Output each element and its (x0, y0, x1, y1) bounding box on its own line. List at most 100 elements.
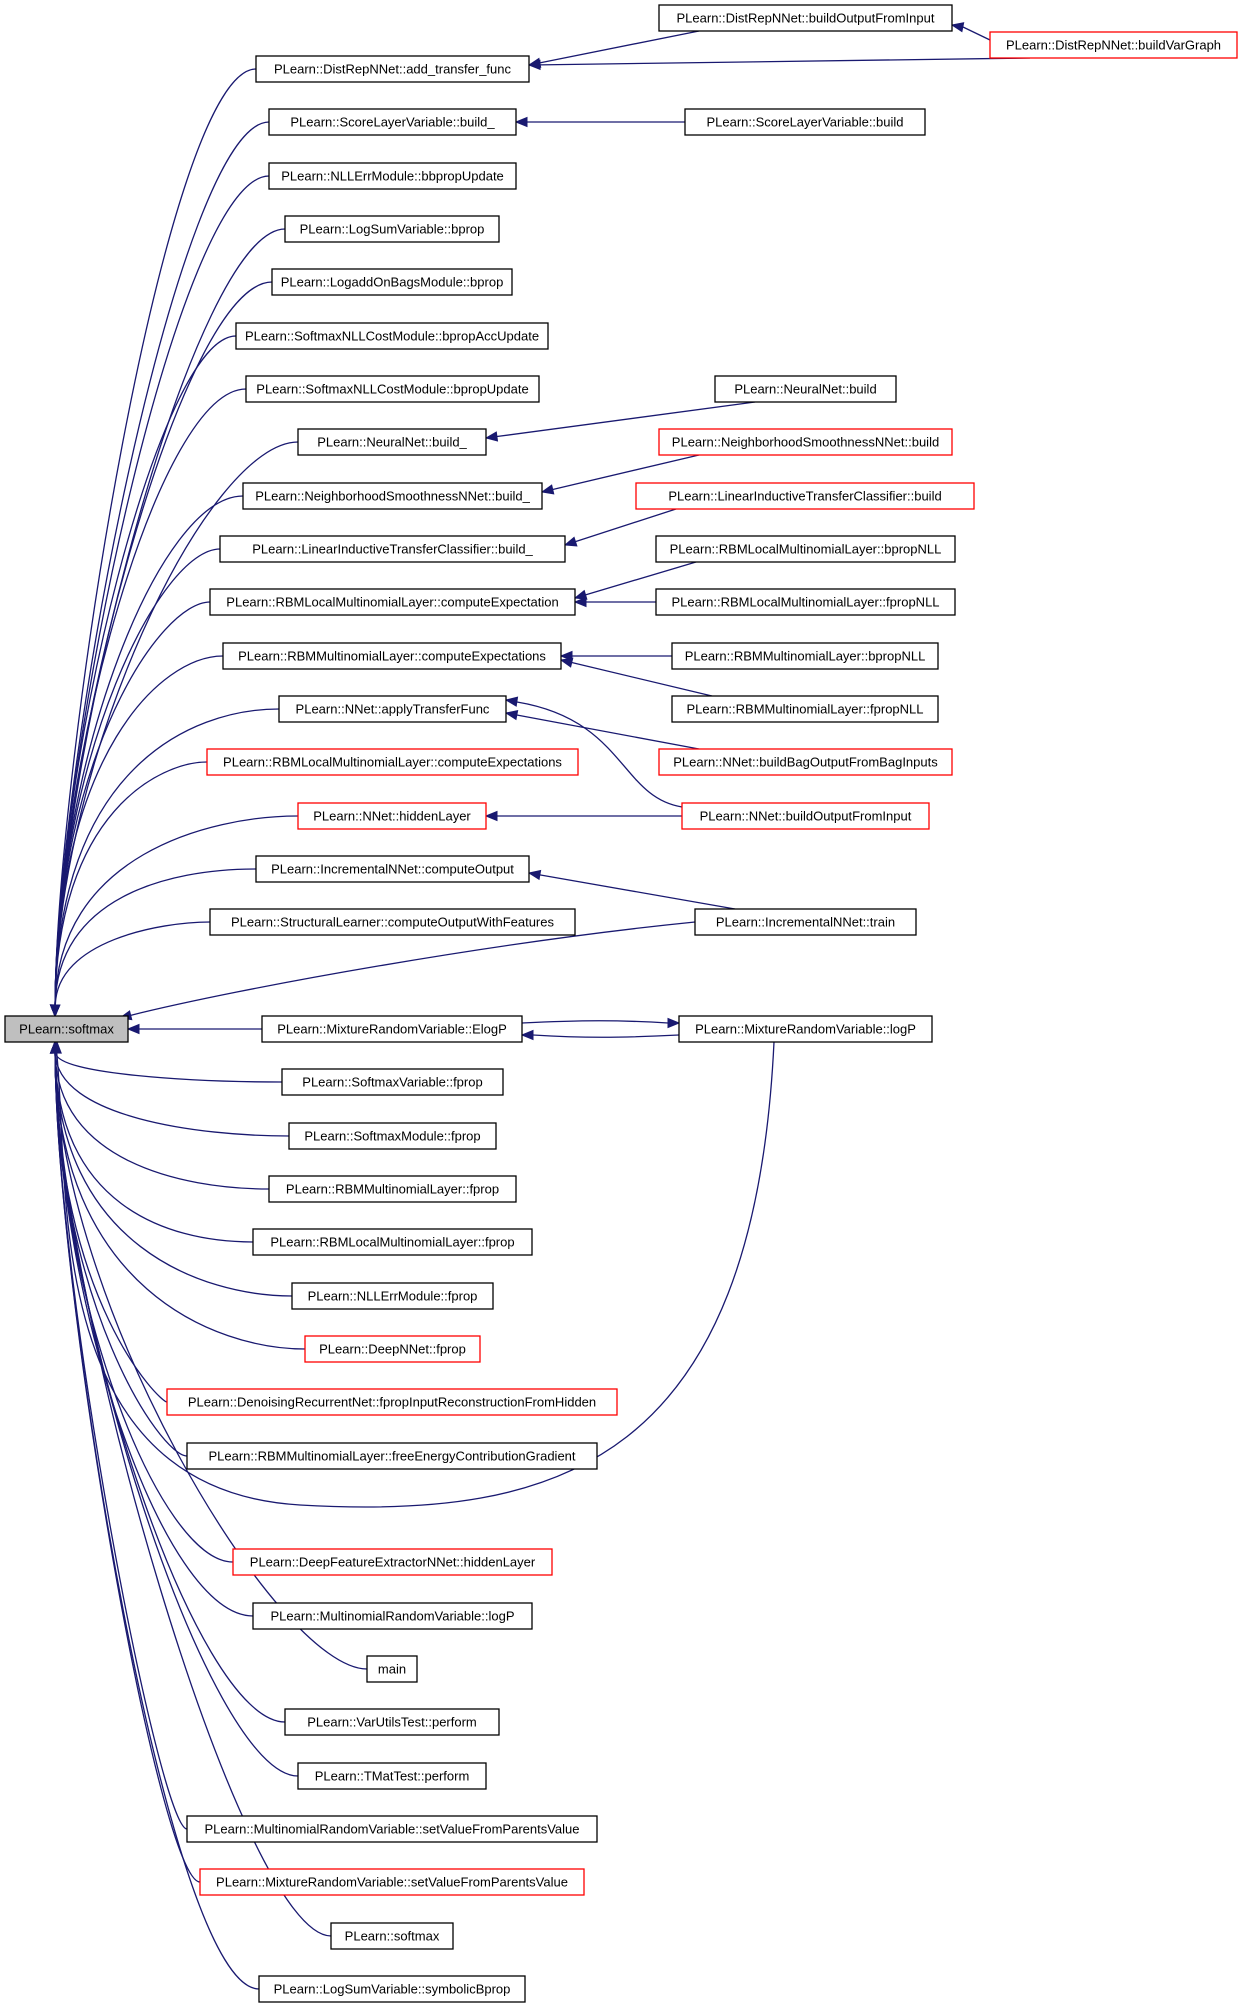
node-softmax-recursive[interactable]: PLearn::softmax (330, 1922, 454, 1950)
node-box[interactable] (284, 1708, 500, 1736)
node-box[interactable] (658, 748, 953, 776)
node-denoising-recurrent-net-fprop-input-reconstruction-from-hidden[interactable]: PLearn::DenoisingRecurrentNet::fpropInpu… (166, 1388, 618, 1416)
node-box[interactable] (186, 1815, 598, 1843)
node-box[interactable] (255, 855, 530, 883)
node-multinomial-random-variable-set-value-from-parents-value[interactable]: PLearn::MultinomialRandomVariable::setVa… (186, 1815, 598, 1843)
node-box[interactable] (199, 1868, 585, 1896)
node-box[interactable] (258, 1975, 526, 2003)
node-box[interactable] (658, 4, 953, 32)
node-box[interactable] (989, 31, 1238, 59)
node-box[interactable] (694, 908, 917, 936)
node-tmat-test-perform[interactable]: PLearn::TMatTest::perform (297, 1762, 487, 1790)
node-nnet-apply-transfer-func[interactable]: PLearn::NNet::applyTransferFunc (278, 695, 507, 723)
node-var-utils-test-perform[interactable]: PLearn::VarUtilsTest::perform (284, 1708, 500, 1736)
node-rbmlocal-multinomial-layer-compute-expectations[interactable]: PLearn::RBMLocalMultinomialLayer::comput… (206, 748, 579, 776)
node-softmax-variable-fprop[interactable]: PLearn::SoftmaxVariable::fprop (281, 1068, 504, 1096)
node-box[interactable] (291, 1282, 494, 1310)
node-mixture-random-variable-set-value-from-parents-value[interactable]: PLearn::MixtureRandomVariable::setValueF… (199, 1868, 585, 1896)
node-box[interactable] (297, 1762, 487, 1790)
node-incremental-nnet-train[interactable]: PLearn::IncrementalNNet::train (694, 908, 917, 936)
node-box[interactable] (684, 108, 926, 136)
node-box[interactable] (288, 1122, 497, 1150)
node-score-layer-variable-build[interactable]: PLearn::ScoreLayerVariable::build (684, 108, 926, 136)
node-box[interactable] (297, 428, 487, 456)
node-logadd-on-bags-module-bprop[interactable]: PLearn::LogaddOnBagsModule::bprop (271, 268, 513, 296)
node-deep-nnet-fprop[interactable]: PLearn::DeepNNet::fprop (304, 1335, 481, 1363)
node-log-sum-variable-bprop[interactable]: PLearn::LogSumVariable::bprop (284, 215, 500, 243)
node-softmax-module-fprop[interactable]: PLearn::SoftmaxModule::fprop (288, 1122, 497, 1150)
node-box[interactable] (209, 908, 576, 936)
node-box[interactable] (658, 428, 953, 456)
node-box[interactable] (284, 215, 500, 243)
node-box[interactable] (278, 695, 507, 723)
node-neural-net-build-underscore[interactable]: PLearn::NeuralNet::build_ (297, 428, 487, 456)
node-rbmlocal-multinomial-layer-fprop[interactable]: PLearn::RBMLocalMultinomialLayer::fprop (252, 1228, 533, 1256)
node-dist-rep-nnet-add-transfer-func[interactable]: PLearn::DistRepNNet::add_transfer_func (255, 55, 530, 83)
node-box[interactable] (678, 1015, 933, 1043)
node-box[interactable] (232, 1548, 553, 1576)
node-nnet-build-bag-output-from-bag-inputs[interactable]: PLearn::NNet::buildBagOutputFromBagInput… (658, 748, 953, 776)
node-nllerr-module-bbprop-update[interactable]: PLearn::NLLErrModule::bbpropUpdate (268, 162, 517, 190)
node-rbmmultinomial-layer-compute-expectations[interactable]: PLearn::RBMMultinomialLayer::computeExpe… (222, 642, 562, 670)
node-rbmmultinomial-layer-free-energy-contribution-gradient[interactable]: PLearn::RBMMultinomialLayer::freeEnergyC… (186, 1442, 598, 1470)
node-box[interactable] (635, 482, 975, 510)
node-box[interactable] (297, 802, 487, 830)
node-box[interactable] (671, 642, 939, 670)
node-box[interactable] (209, 588, 576, 616)
node-dist-rep-nnet-build-var-graph[interactable]: PLearn::DistRepNNet::buildVarGraph (989, 31, 1238, 59)
node-mixture-random-variable-elog-p[interactable]: PLearn::MixtureRandomVariable::ElogP (261, 1015, 523, 1043)
node-box[interactable] (245, 375, 540, 403)
node-rbmlocal-multinomial-layer-compute-expectation[interactable]: PLearn::RBMLocalMultinomialLayer::comput… (209, 588, 576, 616)
node-box[interactable] (268, 162, 517, 190)
node-rbmlocal-multinomial-layer-fprop-nll[interactable]: PLearn::RBMLocalMultinomialLayer::fpropN… (655, 588, 956, 616)
node-box[interactable] (281, 1068, 504, 1096)
node-box[interactable] (222, 642, 562, 670)
node-nllerr-module-fprop[interactable]: PLearn::NLLErrModule::fprop (291, 1282, 494, 1310)
node-linear-inductive-transfer-classifier-build[interactable]: PLearn::LinearInductiveTransferClassifie… (635, 482, 975, 510)
node-box[interactable] (219, 535, 566, 563)
node-box[interactable] (681, 802, 930, 830)
node-score-layer-variable-build-underscore[interactable]: PLearn::ScoreLayerVariable::build_ (268, 108, 517, 136)
node-box[interactable] (242, 482, 543, 510)
node-box[interactable] (671, 695, 939, 723)
node-main[interactable]: main (366, 1655, 418, 1683)
node-box[interactable] (252, 1602, 533, 1630)
node-box[interactable] (268, 1175, 517, 1203)
node-rbmmultinomial-layer-fprop[interactable]: PLearn::RBMMultinomialLayer::fprop (268, 1175, 517, 1203)
node-box[interactable] (271, 268, 513, 296)
node-nnet-build-output-from-input[interactable]: PLearn::NNet::buildOutputFromInput (681, 802, 930, 830)
node-box[interactable] (252, 1228, 533, 1256)
node-box[interactable] (4, 1015, 129, 1043)
node-rbmlocal-multinomial-layer-bprop-nll[interactable]: PLearn::RBMLocalMultinomialLayer::bpropN… (655, 535, 956, 563)
node-box[interactable] (330, 1922, 454, 1950)
node-neural-net-build[interactable]: PLearn::NeuralNet::build (714, 375, 897, 403)
node-softmax-nllcost-module-bprop-update[interactable]: PLearn::SoftmaxNLLCostModule::bpropUpdat… (245, 375, 540, 403)
node-neighborhood-smoothness-nnet-build-underscore[interactable]: PLearn::NeighborhoodSmoothnessNNet::buil… (242, 482, 543, 510)
node-structural-learner-compute-output-with-features[interactable]: PLearn::StructuralLearner::computeOutput… (209, 908, 576, 936)
node-box[interactable] (714, 375, 897, 403)
node-deep-feature-extractor-nnet-hidden-layer[interactable]: PLearn::DeepFeatureExtractorNNet::hidden… (232, 1548, 553, 1576)
node-multinomial-random-variable-log-p[interactable]: PLearn::MultinomialRandomVariable::logP (252, 1602, 533, 1630)
node-box[interactable] (655, 588, 956, 616)
node-softmax-nllcost-module-bprop-acc-update[interactable]: PLearn::SoftmaxNLLCostModule::bpropAccUp… (235, 322, 549, 350)
node-box[interactable] (261, 1015, 523, 1043)
node-box[interactable] (166, 1388, 618, 1416)
node-rbmmultinomial-layer-fprop-nll[interactable]: PLearn::RBMMultinomialLayer::fpropNLL (671, 695, 939, 723)
node-nnet-hidden-layer[interactable]: PLearn::NNet::hiddenLayer (297, 802, 487, 830)
node-box[interactable] (186, 1442, 598, 1470)
node-rbmmultinomial-layer-bprop-nll[interactable]: PLearn::RBMMultinomialLayer::bpropNLL (671, 642, 939, 670)
node-mixture-random-variable-log-p[interactable]: PLearn::MixtureRandomVariable::logP (678, 1015, 933, 1043)
node-box[interactable] (366, 1655, 418, 1683)
node-root-softmax[interactable]: PLearn::softmax (4, 1015, 129, 1043)
node-box[interactable] (255, 55, 530, 83)
node-dist-rep-nnet-build-output-from-input[interactable]: PLearn::DistRepNNet::buildOutputFromInpu… (658, 4, 953, 32)
node-neighborhood-smoothness-nnet-build[interactable]: PLearn::NeighborhoodSmoothnessNNet::buil… (658, 428, 953, 456)
node-linear-inductive-transfer-classifier-build-underscore[interactable]: PLearn::LinearInductiveTransferClassifie… (219, 535, 566, 563)
node-box[interactable] (235, 322, 549, 350)
node-box[interactable] (206, 748, 579, 776)
node-incremental-nnet-compute-output[interactable]: PLearn::IncrementalNNet::computeOutput (255, 855, 530, 883)
node-box[interactable] (655, 535, 956, 563)
node-log-sum-variable-symbolic-bprop[interactable]: PLearn::LogSumVariable::symbolicBprop (258, 1975, 526, 2003)
node-box[interactable] (304, 1335, 481, 1363)
node-box[interactable] (268, 108, 517, 136)
